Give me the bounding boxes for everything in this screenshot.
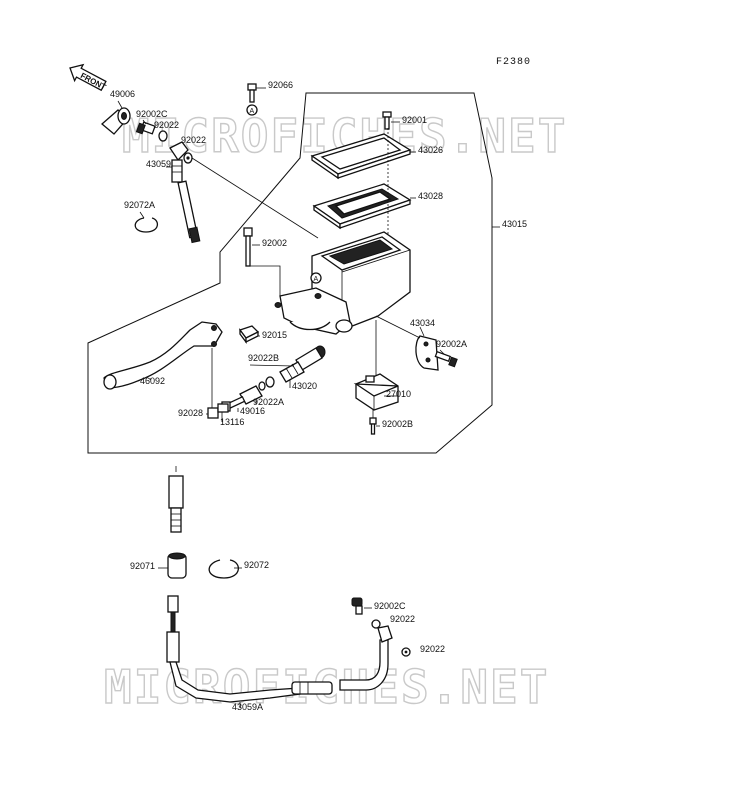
part-label-43028-9: 43028 (418, 191, 443, 201)
watermark-top: MICROFICHES.NET (122, 109, 567, 163)
part-label-92001-7: 92001 (402, 115, 427, 125)
part-label-49006-0: 49006 (110, 89, 135, 99)
pivot-bolt-92002 (243, 227, 253, 267)
part-label-13116-22: 13116 (220, 417, 244, 427)
part-label-43034-13: 43034 (410, 318, 435, 328)
hose-upper-section (168, 475, 184, 533)
front-arrow-icon: FRONT (69, 63, 108, 92)
banjo-bolt-92002c (135, 121, 156, 135)
part-label-43026-8: 43026 (418, 145, 443, 155)
part-label-92022b-15: 92022B (248, 353, 279, 363)
svg-text:A: A (250, 108, 255, 115)
part-label-92022-28: 92022 (420, 644, 445, 654)
part-label-43020-16: 43020 (292, 381, 317, 391)
part-label-92002-11: 92002 (262, 238, 287, 248)
brake-hose-43059 (169, 141, 201, 244)
part-label-92002b-23: 92002B (382, 419, 413, 429)
part-label-92072a-5: 92072A (124, 200, 155, 210)
hose-fitting-49006 (100, 107, 131, 135)
part-label-92022-27: 92022 (390, 614, 415, 624)
part-label-92072-25: 92072 (244, 560, 269, 570)
svg-text:A: A (314, 276, 319, 283)
part-label-46092-17: 46092 (140, 376, 165, 386)
part-label-92071-24: 92071 (130, 561, 155, 571)
nut-92015 (238, 325, 260, 344)
part-label-92002a-14: 92002A (436, 339, 467, 349)
part-labels: 4900692002C92022920224305992072A92066920… (110, 80, 527, 712)
clamp-43034 (415, 335, 439, 371)
banjo-bolt-92002c-lower (351, 597, 363, 615)
part-label-92022a-19: 92022A (253, 397, 284, 407)
part-label-92015-12: 92015 (262, 330, 287, 340)
brake-hose-43059a (166, 595, 393, 703)
part-label-92002c-1: 92002C (136, 109, 168, 119)
bolt-92002a (434, 350, 458, 368)
washer-92022-lower-a (371, 619, 381, 629)
part-label-43059a-29: 43059A (232, 702, 263, 712)
part-label-92022-3: 92022 (181, 135, 206, 145)
part-label-92066-6: 92066 (268, 80, 293, 90)
washer-92022-a (158, 130, 168, 142)
assembly-boundary (87, 92, 493, 454)
master-cylinder-body (274, 231, 411, 335)
diagram-code: F2380 (496, 57, 531, 68)
part-label-43015-10: 43015 (502, 219, 527, 229)
collar-92028 (207, 403, 229, 419)
part-label-92028-21: 92028 (178, 408, 203, 418)
piston-kit-43020 (258, 345, 326, 391)
clutch-lever-46092 (103, 321, 223, 390)
boot-92071 (167, 552, 187, 579)
reservoir-cap-43026 (310, 133, 412, 180)
part-label-49016-20: 49016 (240, 406, 265, 416)
part-label-92002c-26: 92002C (374, 601, 406, 611)
push-rod-49016 (221, 385, 263, 412)
part-label-27010-18: 27010 (386, 389, 411, 399)
screw-92001 (382, 111, 392, 130)
diaphragm-43028 (312, 183, 412, 230)
part-label-43059-4: 43059 (146, 159, 171, 169)
clutch-switch-27010 (353, 373, 399, 411)
ref-marker-a-top (246, 104, 258, 116)
ref-marker-a-body (310, 272, 322, 284)
part-label-92022-2: 92022 (154, 120, 179, 130)
screw-92002b (369, 417, 377, 435)
screw-92066 (247, 83, 257, 103)
